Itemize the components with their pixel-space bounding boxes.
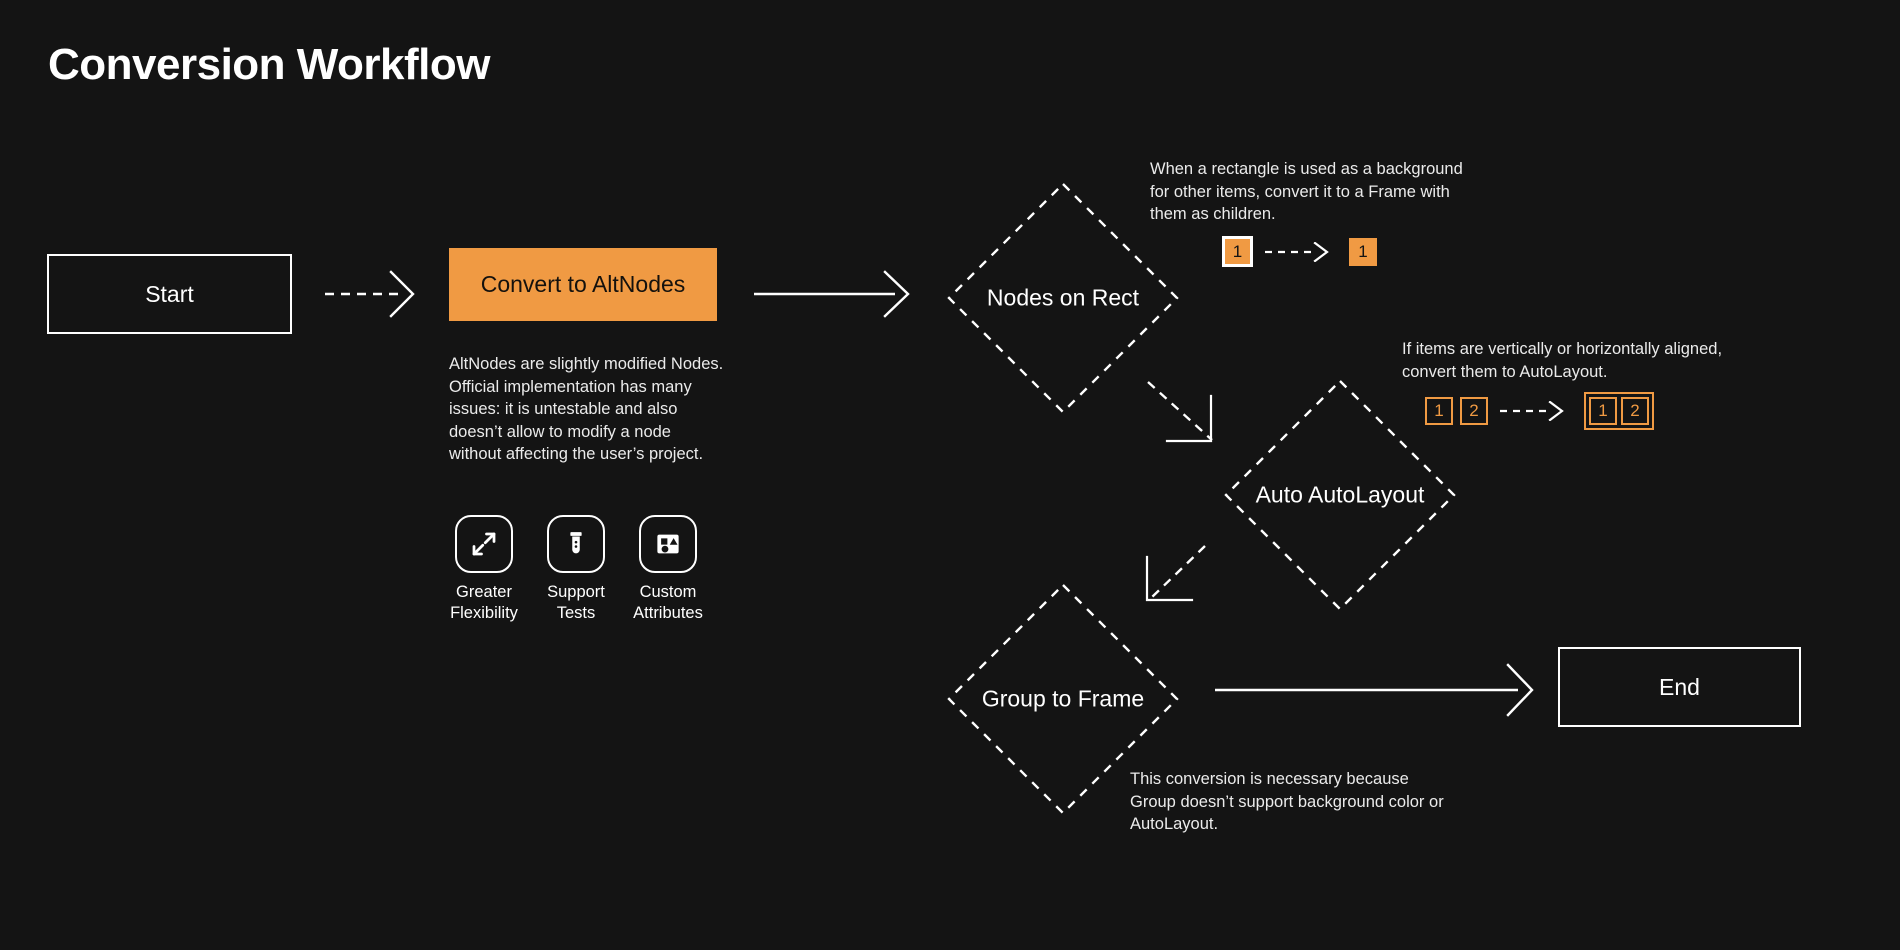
note-group-to-frame: This conversion is necessary because Gro… [1130,770,1444,833]
page-title: Conversion Workflow [48,40,490,89]
shapes-icon [639,515,697,573]
chip-after-1: 1 [1589,397,1617,425]
node-auto-autolayout[interactable]: Auto AutoLayout [1220,375,1460,615]
note-convert-description: AltNodes are slightly modified Nodes. Of… [449,355,724,463]
chip-before-1: 1 [1425,397,1453,425]
node-end[interactable]: End [1558,647,1801,727]
node-nodes-on-rect[interactable]: Nodes on Rect [943,178,1183,418]
feature-list: Greater Flexibility Support Tests [449,515,703,624]
chip-after-frame: 1 2 [1584,392,1654,430]
node-convert-to-altnodes[interactable]: Convert to AltNodes [449,248,717,321]
chip-before-1: 1 [1222,236,1253,267]
diamond-shape [1224,379,1456,611]
chip-after-2: 2 [1621,397,1649,425]
feature-custom-attributes-label: Custom Attributes [633,583,703,622]
dashed-arrow-icon [1265,241,1329,262]
feature-greater-flexibility-label: Greater Flexibility [450,583,518,622]
edge-convert-to-nodes-on-rect [754,270,910,318]
node-start-label: Start [145,280,194,307]
feature-greater-flexibility[interactable]: Greater Flexibility [449,515,519,624]
chip-after-1: 1 [1349,237,1377,266]
feature-support-tests[interactable]: Support Tests [541,515,611,624]
node-start[interactable]: Start [47,254,292,334]
node-convert-label: Convert to AltNodes [480,271,686,297]
node-nodes-on-rect-label: Nodes on Rect [986,284,1140,311]
diamond-shape [947,182,1179,414]
illustration-items-to-autolayout: 1 2 1 2 [1425,392,1654,430]
chip-before-2: 2 [1460,397,1488,425]
edge-start-to-convert [325,270,415,318]
test-tube-icon [547,515,605,573]
note-nodes-on-rect: When a rectangle is used as a background… [1150,160,1463,223]
node-group-to-frame[interactable]: Group to Frame [943,579,1183,819]
diamond-shape [947,583,1179,815]
node-group-to-frame-label: Group to Frame [981,685,1145,712]
edge-group-to-frame-to-end [1215,663,1534,717]
expand-arrows-icon [455,515,513,573]
feature-custom-attributes[interactable]: Custom Attributes [633,515,703,624]
feature-support-tests-label: Support Tests [547,583,605,622]
dashed-arrow-icon [1500,401,1564,421]
node-auto-autolayout-label: Auto AutoLayout [1255,481,1425,508]
illustration-rect-to-frame: 1 1 [1222,236,1377,267]
note-auto-autolayout: If items are vertically or horizontally … [1402,340,1723,381]
node-end-label: End [1659,673,1700,700]
